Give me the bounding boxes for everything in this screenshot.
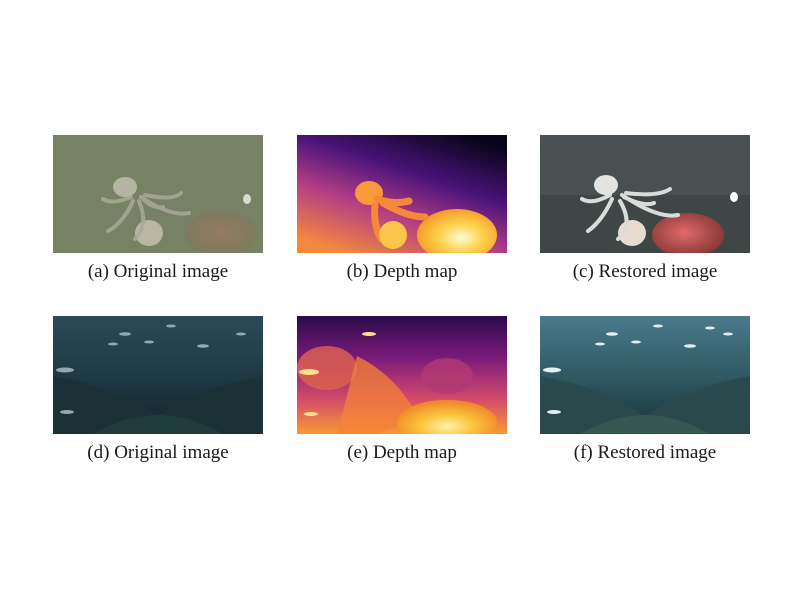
depth-map-octopus (297, 135, 507, 253)
caption-d: (d) Original image (87, 442, 229, 463)
original-image-fish (53, 316, 263, 434)
caption-b: (b) Depth map (346, 261, 458, 282)
caption-f: (f) Restored image (573, 442, 717, 463)
caption-a: (a) Original image (87, 261, 229, 282)
panel-c: (c) Restored image (540, 135, 750, 282)
panel-d: (d) Original image (53, 316, 263, 463)
original-image-octopus (53, 135, 263, 253)
restored-image-octopus (540, 135, 750, 253)
panel-b: (b) Depth map (297, 135, 507, 282)
panel-f: (f) Restored image (540, 316, 750, 463)
depth-map-fish (297, 316, 507, 434)
panel-e: (e) Depth map (297, 316, 507, 463)
caption-c: (c) Restored image (572, 261, 718, 282)
caption-e: (e) Depth map (347, 442, 457, 463)
restored-image-fish (540, 316, 750, 434)
panel-a: (a) Original image (53, 135, 263, 282)
